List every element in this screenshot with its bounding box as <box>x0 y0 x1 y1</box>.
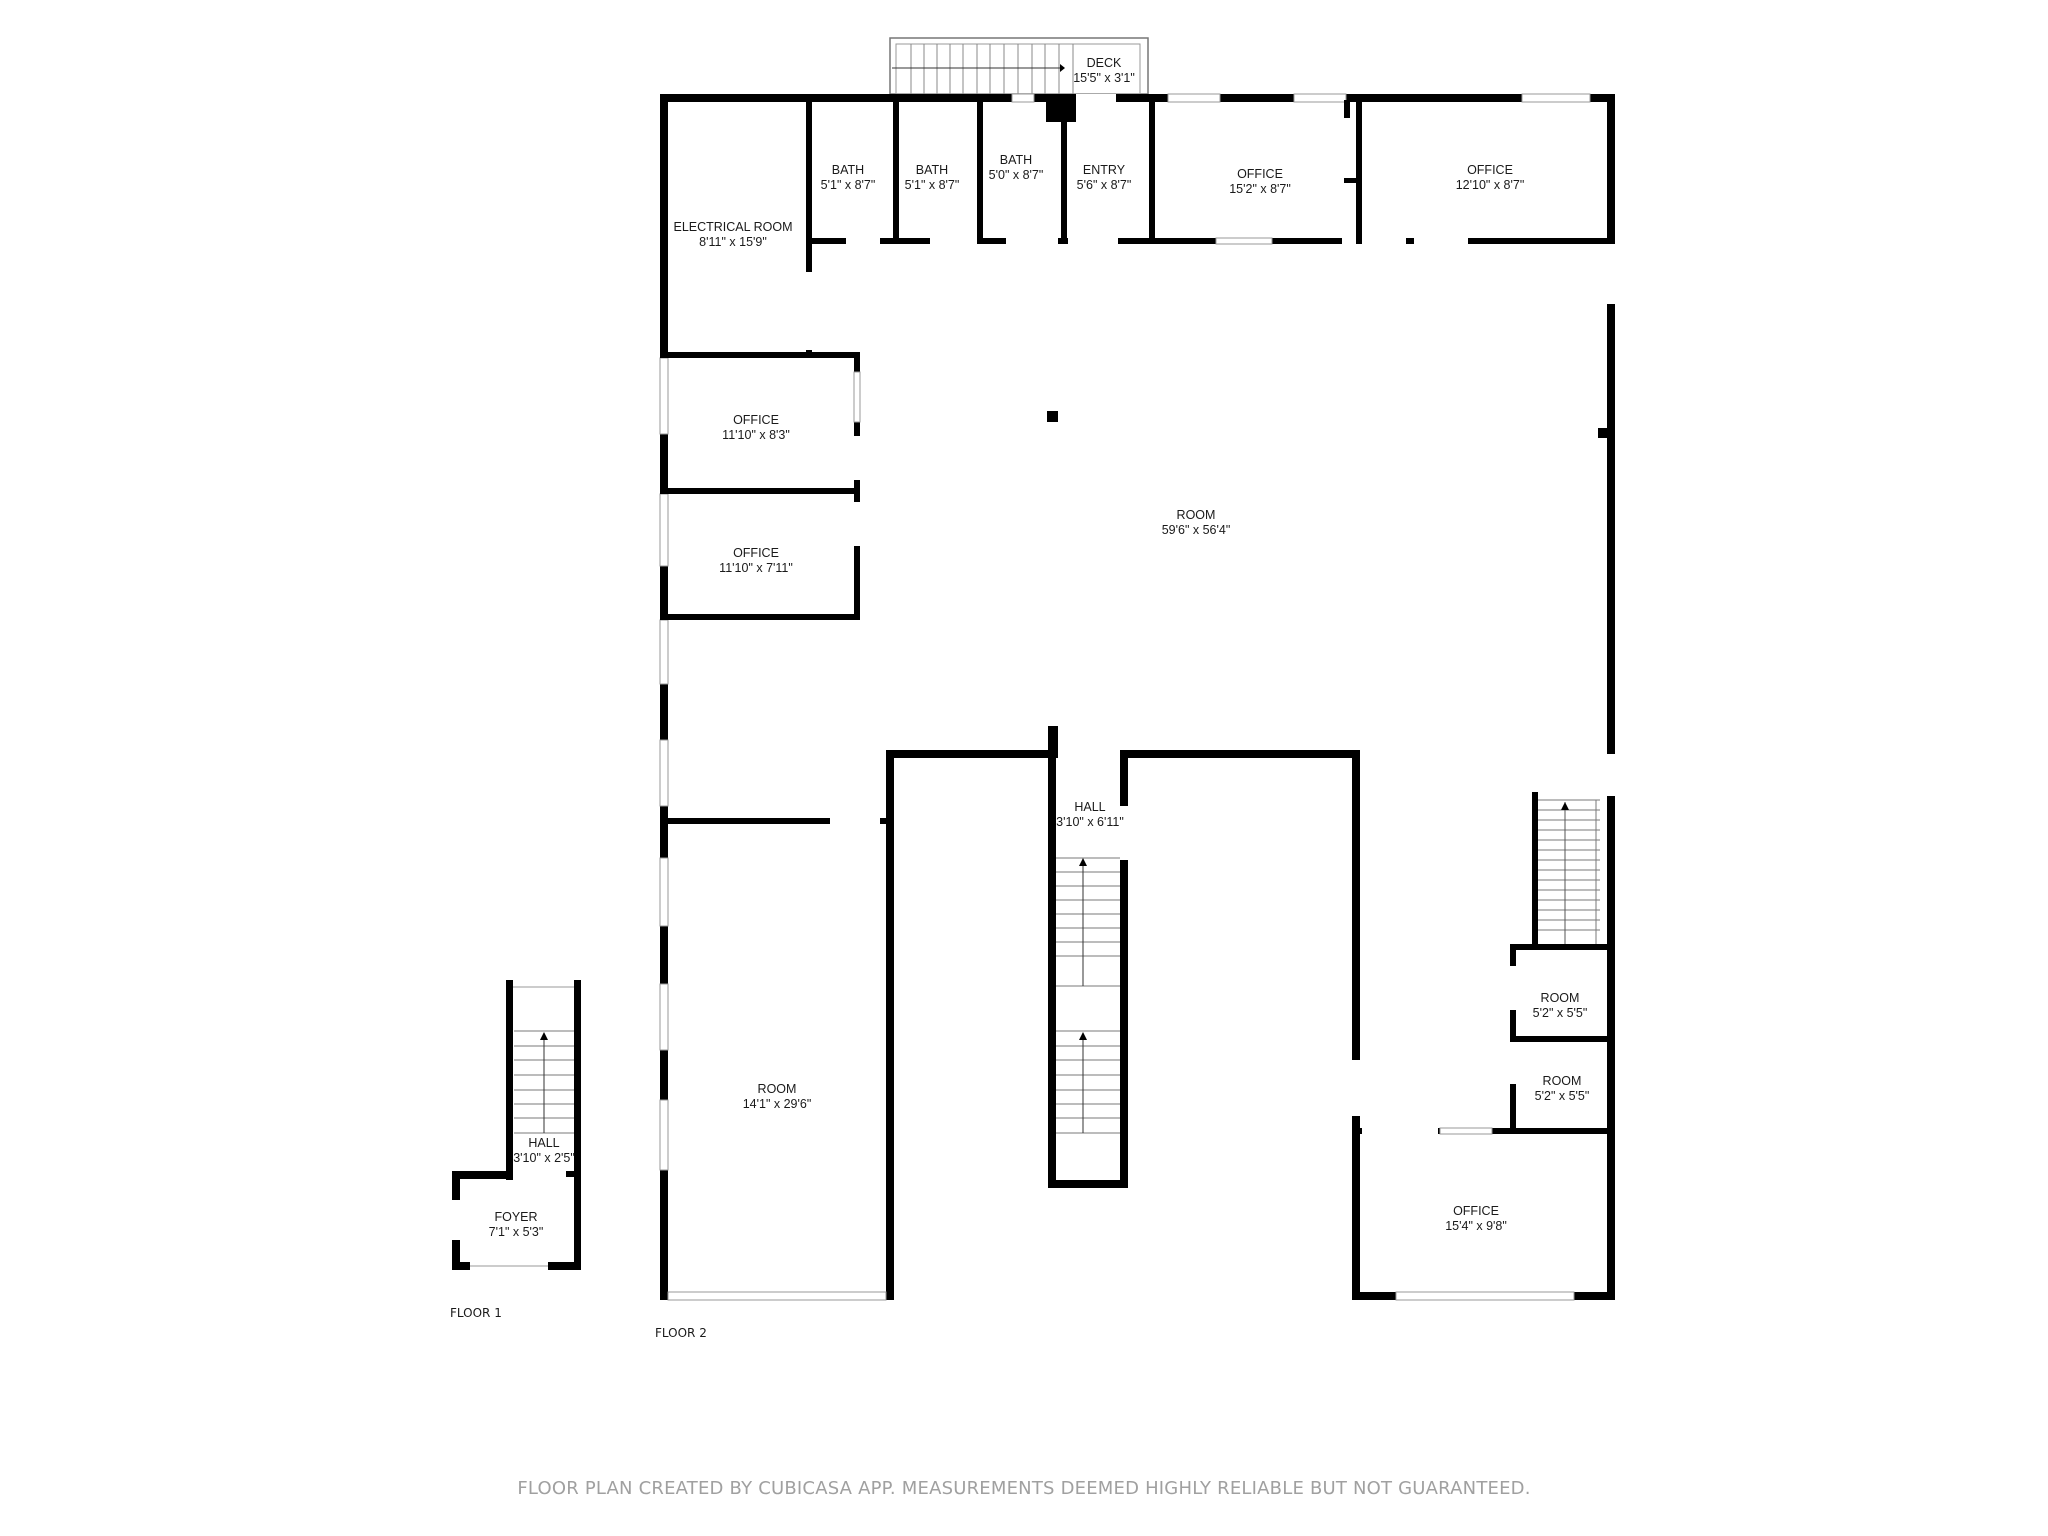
stair-arrows <box>540 802 1569 1040</box>
room-dimensions: 11'10" x 7'11" <box>719 561 793 575</box>
room-dimensions: 5'1" x 8'7" <box>820 178 876 192</box>
room-name: ROOM <box>1176 508 1216 522</box>
room-label-office-left-upper: OFFICE 11'10" x 8'3" <box>722 413 790 443</box>
floor-2-walls <box>659 37 1615 1301</box>
room-label-electrical-room: ELECTRICAL ROOM 8'11" x 15'9" <box>673 220 792 250</box>
room-dimensions: 7'1" x 5'3" <box>488 1225 544 1239</box>
room-label-bath-3: BATH 5'0" x 8'7" <box>989 153 1044 183</box>
room-name: OFFICE <box>733 413 779 427</box>
room-dimensions: 5'2" x 5'5" <box>1532 1006 1588 1020</box>
stairs <box>514 799 1600 1134</box>
room-name: ROOM <box>1540 991 1580 1005</box>
room-name: ROOM <box>1542 1074 1582 1088</box>
room-dimensions: 3'10" x 6'11" <box>1056 815 1124 829</box>
room-label-office-top-middle: OFFICE 15'2" x 8'7" <box>1229 167 1291 197</box>
disclaimer-text: FLOOR PLAN CREATED BY CUBICASA APP. MEAS… <box>517 1478 1531 1499</box>
room-name: BATH <box>915 163 949 177</box>
floor-1-label: FLOOR 1 <box>450 1306 502 1320</box>
room-name: HALL <box>528 1136 560 1150</box>
room-dimensions: 5'6" x 8'7" <box>1076 178 1132 192</box>
room-label-entry: ENTRY 5'6" x 8'7" <box>1077 163 1132 193</box>
room-name: BATH <box>999 153 1033 167</box>
room-label-room-lower-left: ROOM 14'1" x 29'6" <box>743 1082 812 1112</box>
room-dimensions: 15'2" x 8'7" <box>1229 182 1291 196</box>
room-name: ENTRY <box>1082 163 1126 177</box>
room-label-foyer: FOYER 7'1" x 5'3" <box>489 1210 544 1240</box>
room-dimensions: 3'10" x 2'5" <box>513 1151 575 1165</box>
room-dimensions: 5'1" x 8'7" <box>904 178 960 192</box>
room-name: ELECTRICAL ROOM <box>673 220 793 234</box>
room-name: OFFICE <box>733 546 779 560</box>
room-label-main-room: ROOM 59'6" x 56'4" <box>1162 508 1231 538</box>
room-label-bath-1: BATH 5'1" x 8'7" <box>821 163 876 193</box>
room-label-hall-center: HALL 3'10" x 6'11" <box>1056 800 1124 830</box>
room-dimensions: 11'10" x 8'3" <box>722 428 790 442</box>
room-dimensions: 15'5" x 3'1" <box>1073 71 1135 85</box>
room-label-bath-2: BATH 5'1" x 8'7" <box>905 163 960 193</box>
room-label-floor1-hall: HALL 3'10" x 2'5" <box>513 1136 575 1166</box>
floor-1-walls <box>452 980 581 1270</box>
room-name: OFFICE <box>1467 163 1513 177</box>
room-name: FOYER <box>494 1210 538 1224</box>
room-name: OFFICE <box>1237 167 1283 181</box>
room-label-office-bottom-right: OFFICE 15'4" x 9'8" <box>1445 1204 1507 1234</box>
room-label-deck: DECK 15'5" x 3'1" <box>1073 56 1135 86</box>
room-name: DECK <box>1086 56 1122 70</box>
room-dimensions: 12'10" x 8'7" <box>1455 178 1525 192</box>
room-label-office-top-right: OFFICE 12'10" x 8'7" <box>1456 163 1525 193</box>
floor-2-label: FLOOR 2 <box>655 1326 707 1340</box>
room-dimensions: 8'11" x 15'9" <box>699 235 767 249</box>
room-dimensions: 5'2" x 5'5" <box>1534 1089 1590 1103</box>
room-label-office-left-lower: OFFICE 11'10" x 7'11" <box>719 546 793 576</box>
room-name: BATH <box>831 163 865 177</box>
room-name: ROOM <box>757 1082 797 1096</box>
room-label-small-room-upper: ROOM 5'2" x 5'5" <box>1533 991 1588 1021</box>
room-dimensions: 14'1" x 29'6" <box>742 1097 812 1111</box>
room-dimensions: 59'6" x 56'4" <box>1161 523 1231 537</box>
room-dimensions: 15'4" x 9'8" <box>1445 1219 1507 1233</box>
room-name: OFFICE <box>1453 1204 1499 1218</box>
room-name: HALL <box>1074 800 1106 814</box>
room-label-small-room-lower: ROOM 5'2" x 5'5" <box>1535 1074 1590 1104</box>
room-dimensions: 5'0" x 8'7" <box>988 168 1044 182</box>
